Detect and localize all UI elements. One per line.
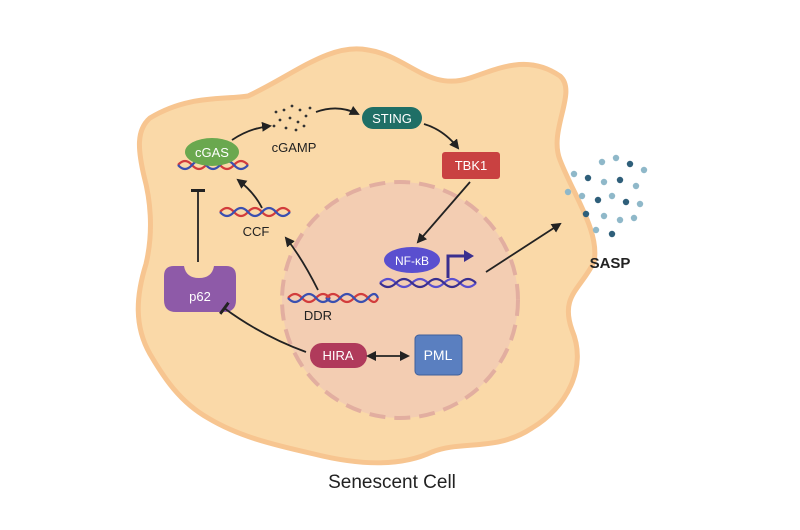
p62-node: p62 xyxy=(164,266,236,312)
nfkb-label: NF-κB xyxy=(395,254,429,268)
cgas-label: cGAS xyxy=(195,145,229,160)
arrow-ddr-to-ccf xyxy=(284,236,319,291)
ccf-dna-icon xyxy=(219,206,291,218)
pml-label: PML xyxy=(424,347,453,363)
ccf-label: CCF xyxy=(243,224,270,239)
pathway-arrows xyxy=(191,105,562,361)
sasp-label: SASP xyxy=(590,255,631,272)
sting-node: STING xyxy=(362,107,422,129)
arrow-nfkb-to-sasp xyxy=(485,222,562,273)
nfkb-node: NF-κB xyxy=(384,247,440,273)
cgas-node: cGAS xyxy=(185,138,239,166)
hira-node: HIRA xyxy=(310,343,367,368)
arrow-sting-to-tbk1 xyxy=(423,123,460,150)
tbk1-label: TBK1 xyxy=(455,158,488,173)
nfkb-dna-icon xyxy=(379,277,477,289)
ddr-label: DDR xyxy=(304,308,332,323)
cgamp-label: cGAMP xyxy=(272,140,317,155)
inhibit-hira-to-p62 xyxy=(219,301,307,353)
cgamp-dots-icon xyxy=(272,104,312,132)
promoter-arrow-icon xyxy=(446,254,466,278)
arrow-cgas-to-cgamp xyxy=(231,121,272,141)
tbk1-node: TBK1 xyxy=(442,152,500,179)
arrow-ccf-to-cgas xyxy=(236,178,263,209)
diagram-caption: Senescent Cell xyxy=(328,472,456,493)
hira-label: HIRA xyxy=(322,348,353,363)
arrow-cgamp-to-sting xyxy=(315,105,360,115)
sting-label: STING xyxy=(372,111,412,126)
ddr-dna-icon xyxy=(287,292,380,304)
p62-label: p62 xyxy=(189,289,211,304)
arrow-tbk1-to-nfkb xyxy=(416,181,471,244)
pml-node: PML xyxy=(414,334,463,376)
sasp-cluster-icon xyxy=(564,154,648,238)
